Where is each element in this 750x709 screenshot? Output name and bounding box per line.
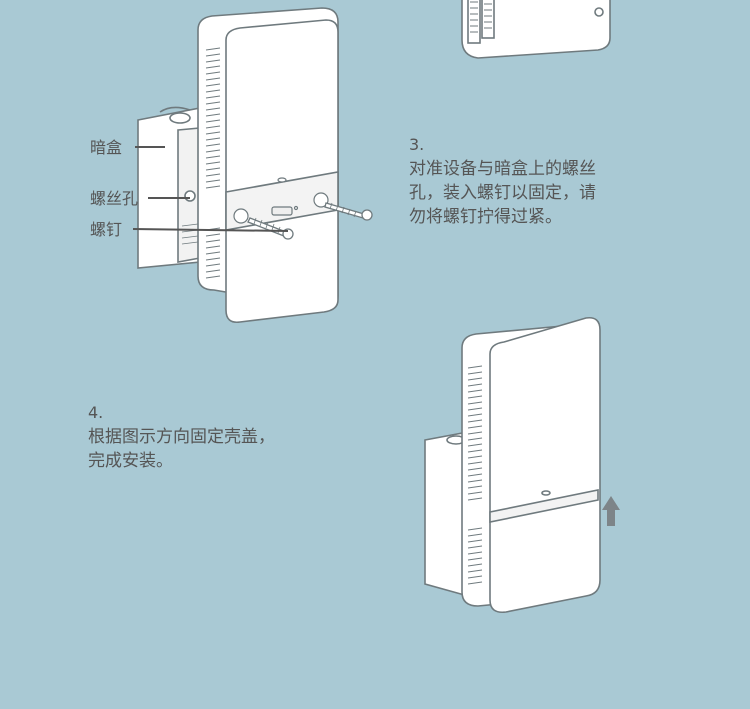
step4-number: 4. [88, 403, 104, 422]
device-step4-vents [467, 365, 483, 585]
device-step3 [197, 7, 339, 324]
device-step4 [461, 316, 601, 614]
wall-box-step4 [424, 431, 469, 598]
step3-text: 对准设备与暗盒上的螺丝 孔，装入螺钉以固定，请 勿将螺钉拧得过紧。 [409, 159, 596, 227]
device-step3-vents [205, 47, 221, 279]
device-top-partial-vents [470, 1, 492, 33]
step4-text: 根据图示方向固定壳盖， 完成安装。 [88, 427, 275, 471]
device-top-partial [461, 0, 611, 59]
label-wall-box: 暗盒 [90, 138, 123, 157]
label-screw-hole: 螺丝孔 [90, 189, 139, 208]
callout-lines [132, 146, 289, 232]
label-screw: 螺钉 [90, 220, 123, 239]
wall-box-step3 [137, 106, 201, 269]
step3-number: 3. [409, 135, 425, 154]
arrow-up-icon [602, 496, 620, 526]
